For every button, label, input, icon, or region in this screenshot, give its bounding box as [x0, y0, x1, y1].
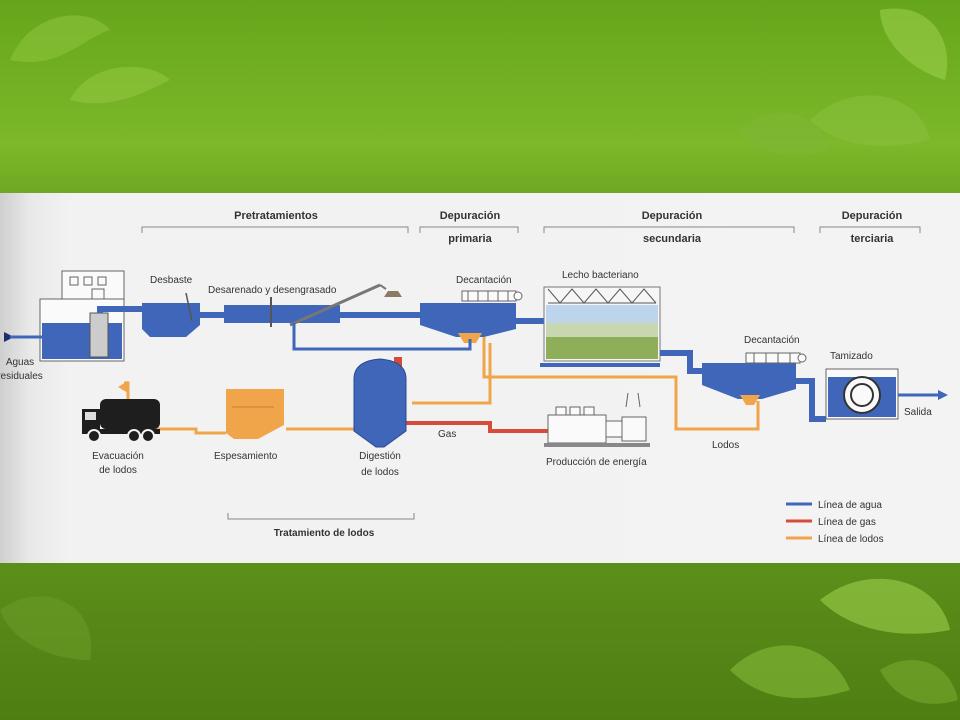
- header-secundaria-line2: secundaria: [643, 233, 702, 245]
- digestor-tank: [353, 358, 407, 448]
- header-pretratamientos: Pretratamientos: [234, 210, 318, 222]
- header-secundaria-line1: Depuración: [642, 210, 703, 222]
- legend-label-gas: Línea de gas: [818, 517, 876, 528]
- legend-label-agua: Línea de agua: [818, 500, 882, 511]
- label-desbaste: Desbaste: [150, 275, 193, 286]
- label-gas: Gas: [438, 429, 456, 440]
- lecho-bacteriano-tank: [540, 286, 661, 367]
- label-produccion-energia: Producción de energía: [546, 457, 647, 468]
- inlet-arrow-icon: [4, 332, 14, 342]
- label-decantacion-secundaria: Decantación: [744, 335, 800, 346]
- outlet-arrow-icon: [938, 390, 948, 400]
- espesamiento-tank: [226, 389, 284, 439]
- desbaste-tank: [142, 292, 200, 337]
- truck-icon: [82, 399, 160, 443]
- leaf-decoration-bottom-left: [0, 596, 92, 660]
- label-espesamiento: Espesamiento: [214, 451, 278, 462]
- legend: Línea de agua Línea de gas Línea de lodo…: [786, 500, 884, 545]
- label-salida: Salida: [904, 407, 932, 418]
- label-tratamiento-lodos: Tratamiento de lodos: [274, 528, 375, 539]
- energy-generator: [544, 392, 650, 447]
- label-evacuacion-line2: de lodos: [99, 465, 137, 476]
- tamizado-unit: [825, 368, 899, 420]
- bracket-tratamiento: [227, 513, 415, 520]
- label-lecho-bacteriano: Lecho bacteriano: [562, 270, 639, 281]
- bracket-primaria: [419, 226, 519, 233]
- header-primaria-line2: primaria: [448, 233, 492, 245]
- leaf-decoration-top-left: [10, 15, 170, 104]
- decantacion-primaria-tank: [420, 290, 523, 343]
- bracket-terciaria: [819, 226, 921, 233]
- label-evacuacion-line1: Evacuación: [92, 451, 144, 462]
- leaf-decoration-top-right: [740, 8, 948, 156]
- label-decantacion-primaria: Decantación: [456, 275, 512, 286]
- treatment-diagram-panel: Pretratamientos Depuración primaria Depu…: [0, 193, 960, 563]
- intake-building: [39, 270, 125, 362]
- desarenado-channel: [224, 283, 402, 327]
- header-terciaria-line1: Depuración: [842, 210, 903, 222]
- header-primaria-line1: Depuración: [440, 210, 501, 222]
- header-terciaria-line2: terciaria: [851, 233, 895, 245]
- label-lodos: Lodos: [712, 440, 739, 451]
- decantacion-secundaria-tank: [702, 352, 807, 405]
- sludge-arrow-icon: [118, 381, 128, 393]
- label-desarenado: Desarenado y desengrasado: [208, 285, 337, 296]
- label-aguas-line1: Aguas: [6, 357, 34, 368]
- legend-label-lodos: Línea de lodos: [818, 534, 884, 545]
- label-digestion-line1: Digestión: [359, 451, 401, 462]
- leaf-decoration-bottom-right: [730, 578, 958, 704]
- bracket-pretratamientos: [141, 226, 409, 233]
- label-aguas-line2: residuales: [0, 371, 43, 382]
- label-digestion-line2: de lodos: [361, 467, 399, 478]
- label-tamizado: Tamizado: [830, 351, 873, 362]
- bracket-secundaria: [543, 226, 795, 233]
